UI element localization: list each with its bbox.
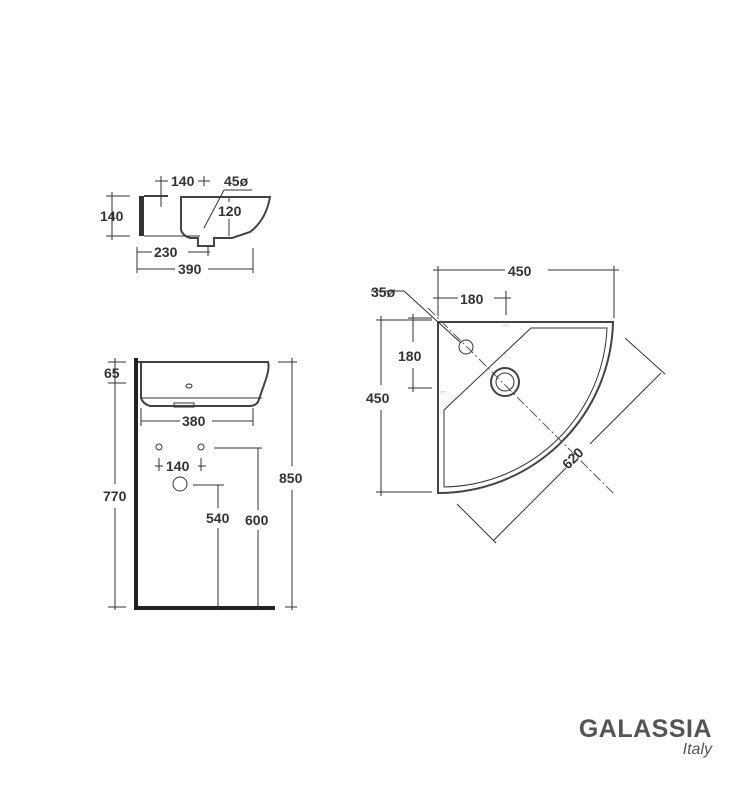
hole-marker-top: ▭	[503, 323, 509, 329]
total-height-label: 850	[279, 470, 303, 486]
tap-hole-leader	[203, 189, 252, 229]
tap-hole-right	[197, 443, 205, 451]
drain-distance-label: 230	[154, 244, 178, 260]
drain-distance-dimension	[136, 246, 210, 256]
basin-elevation	[138, 361, 270, 407]
brand-country: Italy	[682, 741, 712, 758]
total-height-dimension	[278, 358, 297, 610]
depth-label: 450	[366, 390, 390, 406]
brand-logo: GALASSIA Italy	[579, 716, 712, 758]
total-depth-label: 390	[178, 261, 202, 277]
supply-height-dimension	[214, 447, 262, 610]
tap-spacing-dimension	[155, 458, 206, 471]
tap-offset-y-label: 180	[398, 348, 422, 364]
width-label: 450	[508, 263, 532, 279]
overflow-hole	[185, 383, 193, 389]
height-label: 140	[100, 208, 124, 224]
tap-spacing-label: 140	[166, 458, 190, 474]
wall-section	[139, 196, 144, 236]
hole-marker-left: ▭	[440, 390, 446, 396]
drain-inner	[495, 372, 515, 392]
depth-label: 120	[218, 203, 242, 219]
waste-height-label: 540	[206, 510, 230, 526]
tap-hole-leader	[371, 290, 462, 344]
wall-and-floor	[134, 358, 275, 610]
basin-inner-outline	[443, 327, 608, 488]
tap-hole	[458, 339, 474, 355]
tap-offset-x-dimension	[433, 291, 511, 315]
tap-offset-y-dimension	[408, 314, 432, 392]
tap-offset-label: 140	[171, 173, 195, 189]
waste-height-dimension	[193, 484, 224, 610]
width-label: 380	[182, 413, 206, 429]
plan-view: 450 180 35ø 180 450 620 ▭ ▭	[366, 263, 666, 544]
side-elevation-view: 65 770 380 140 540 600 850	[103, 358, 303, 610]
tap-offset-dimension	[155, 176, 210, 207]
drain-outlet	[173, 402, 195, 408]
rim-thickness-label: 65	[104, 365, 120, 381]
brand-name: GALASSIA	[578, 715, 712, 743]
side-section-view: 140 140 45ø 120 230 390	[100, 173, 272, 277]
waste-outlet	[172, 476, 188, 492]
width-dimension	[140, 408, 254, 426]
drain-outer	[490, 367, 520, 397]
width-dimension	[433, 266, 619, 318]
basin-outline	[437, 321, 615, 495]
diagonal-label: 620	[559, 444, 587, 472]
tap-hole-label: 45ø	[224, 173, 249, 189]
center-line	[427, 307, 616, 496]
rim-thickness-dimension	[108, 358, 126, 387]
supply-height-label: 600	[245, 512, 269, 528]
tap-hole-label: 35ø	[371, 284, 396, 300]
depth-dimension	[376, 316, 432, 496]
rim-height-dimension	[108, 387, 126, 610]
total-depth-dimension	[136, 248, 254, 273]
height-dimension-line	[106, 192, 130, 240]
tap-hole-left	[155, 443, 163, 451]
rim-height-label: 770	[103, 488, 127, 504]
tap-offset-x-label: 180	[460, 291, 484, 307]
basin-section	[144, 195, 272, 247]
diagonal-dimension	[456, 337, 666, 544]
